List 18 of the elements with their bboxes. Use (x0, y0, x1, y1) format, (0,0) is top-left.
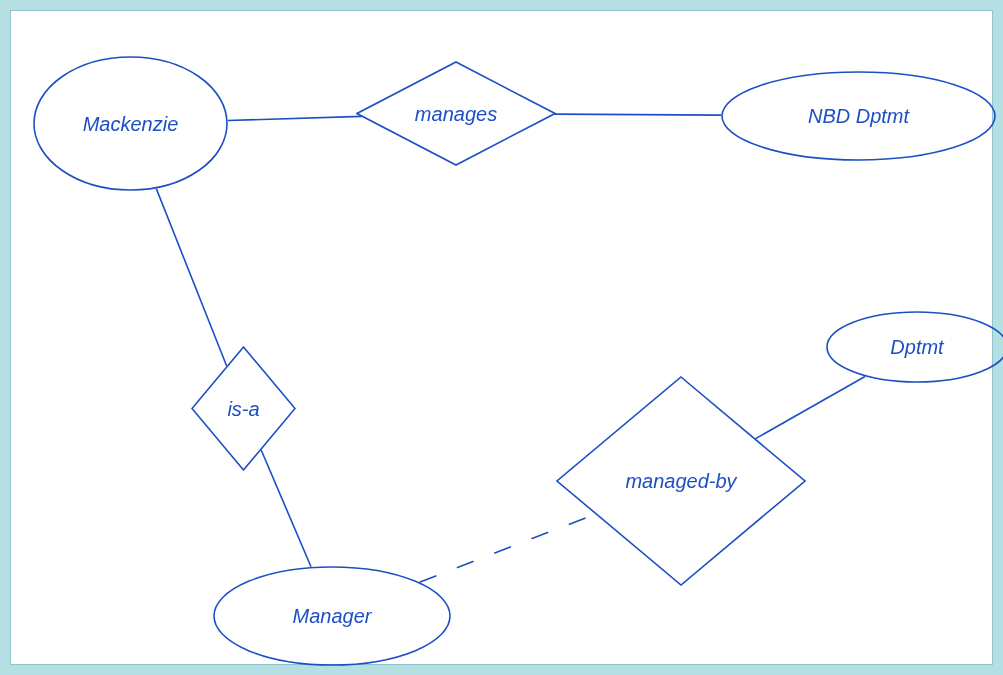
entity-ellipse (213, 566, 451, 666)
node-label: is-a (227, 396, 260, 422)
node-label: Manager (292, 604, 372, 629)
node-label: NBD Dptmt (807, 104, 910, 129)
entity-ellipse (33, 56, 228, 191)
entity-ellipse (721, 71, 996, 161)
relationship-diamond (556, 376, 806, 586)
connector-line (260, 449, 312, 568)
connector-line (754, 375, 866, 440)
node-label: Mackenzie (82, 111, 179, 137)
node-label: managed-by (625, 469, 737, 494)
relationship-diamond (356, 61, 556, 166)
node-label: manages (414, 101, 498, 127)
connector-line (227, 115, 363, 122)
relationship-diamond (191, 346, 296, 471)
connector-line (554, 113, 722, 116)
connector-line (155, 187, 228, 367)
node-label: Dptmt (890, 335, 944, 360)
